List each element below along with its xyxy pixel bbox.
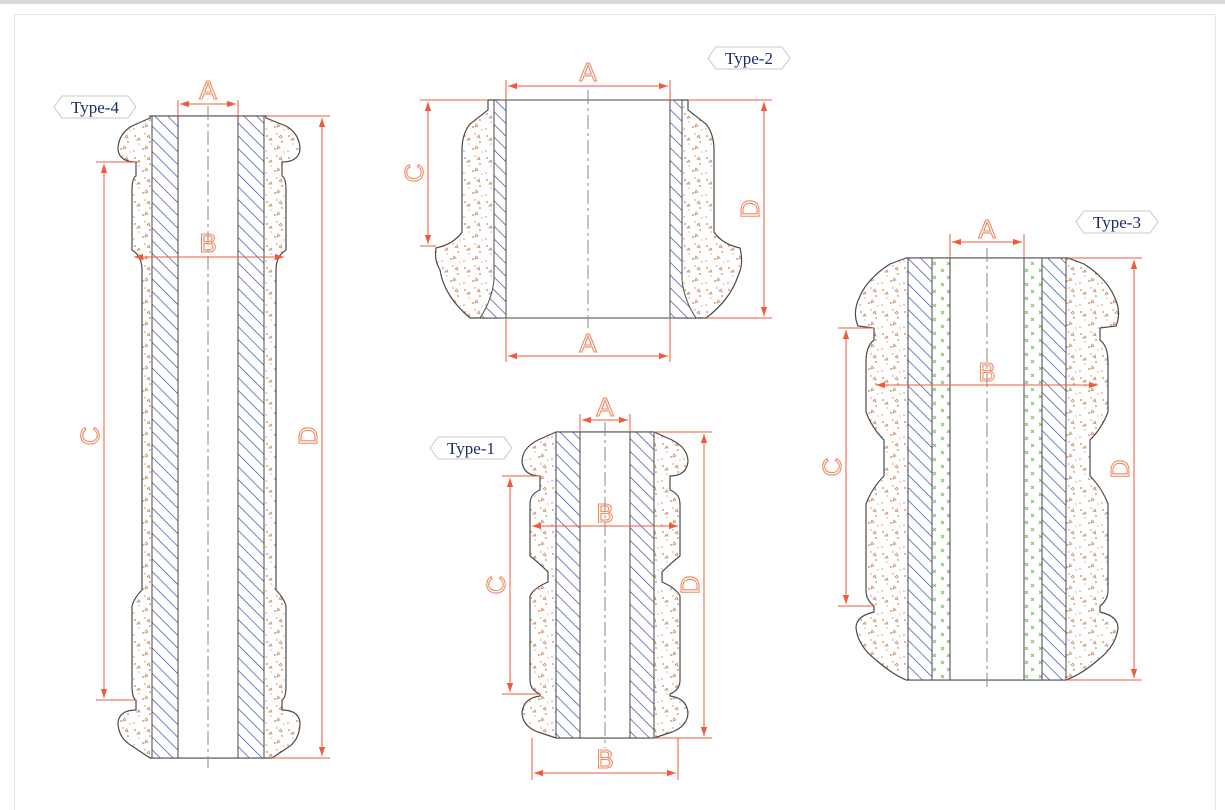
type-1-sleeve-left (555, 431, 581, 739)
type-3-insert-left (931, 257, 951, 681)
type-1-tag: Type-1 (429, 436, 513, 460)
type-3-dim-c-label: C (817, 458, 847, 477)
type-4-label: Type-4 (71, 98, 119, 117)
type-3-tag: Type-3 (1075, 210, 1159, 234)
type-3-sleeve-left (907, 257, 933, 681)
type-2-tag: Type-2 (707, 46, 791, 70)
type-2-dim-a-top-label: A (579, 57, 597, 87)
type-3-sleeve-right (1041, 257, 1067, 681)
type-1-dim-a-label: A (596, 392, 614, 422)
type-2-drawing: A A C D (398, 56, 772, 362)
type-2-dim-a-bottom-label: A (579, 328, 597, 358)
type-4-outer-sleeve-left (151, 115, 179, 759)
content-panel (14, 14, 1216, 810)
top-divider (0, 0, 1225, 4)
type-1-drawing: A B B C D (480, 391, 712, 780)
type-1-label: Type-1 (447, 439, 495, 458)
type-2-sleeve-right (669, 99, 697, 319)
type-3-insert-right (1023, 257, 1043, 681)
type-1-dim-b-inner-label: B (596, 498, 613, 528)
type-2-dim-c-label: C (399, 164, 429, 183)
type-4-dim-b-label: B (199, 228, 216, 258)
type-2-sleeve-left (479, 99, 507, 319)
type-1-dim-c-label: C (481, 576, 511, 595)
type-3-dim-a-label: A (978, 214, 996, 244)
type-4-dim-d-label: D (293, 427, 323, 446)
type-2-dim-d-label: D (735, 200, 765, 219)
type-4-tag: Type-4 (53, 95, 137, 119)
type-4-dim-c-label: C (75, 427, 105, 446)
type-1-sleeve-right (629, 431, 655, 739)
type-1-dim-d-label: D (675, 576, 705, 595)
type-3-drawing: A B C D (816, 213, 1142, 690)
type-2-label: Type-2 (725, 49, 773, 68)
type-4-outer-sleeve-right (237, 115, 265, 759)
type-3-dim-d-label: D (1105, 460, 1135, 479)
type-4-drawing: A B C D (74, 74, 330, 768)
type-1-dim-b-outer-label: B (596, 744, 613, 774)
type-3-label: Type-3 (1093, 213, 1141, 232)
type-3-dim-b-label: B (978, 357, 995, 387)
type-4-dim-a-label: A (199, 75, 217, 105)
